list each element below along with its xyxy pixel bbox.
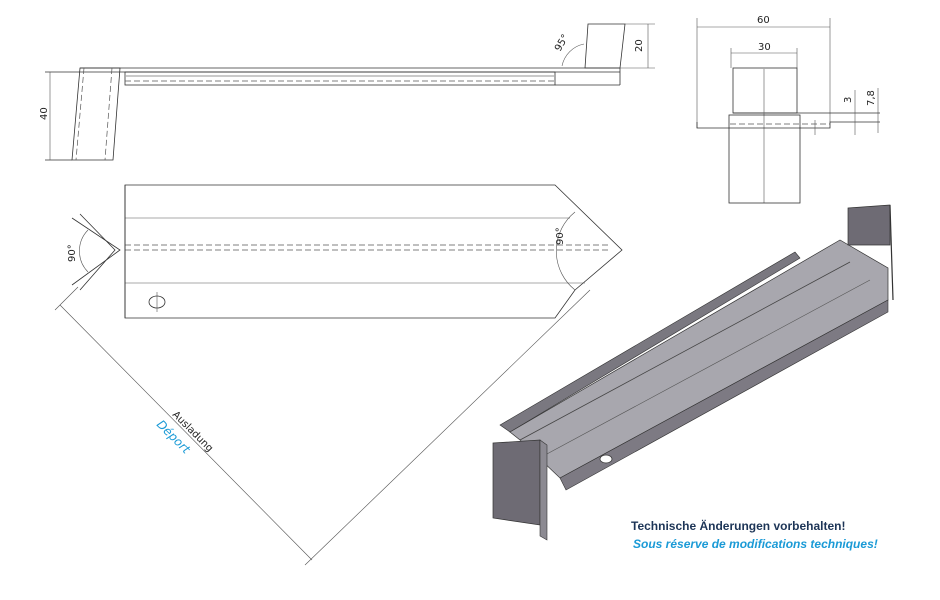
dim-20: 20 xyxy=(634,39,645,52)
end-view: 60 30 3 7,8 xyxy=(696,15,880,204)
note-technical-changes-fr: Sous réserve de modifications techniques… xyxy=(633,537,878,551)
isometric-view xyxy=(492,204,894,541)
right-post-3d xyxy=(847,204,891,246)
right-post xyxy=(584,23,626,69)
angle-right: 90° xyxy=(555,227,566,245)
angle-95: 95° xyxy=(553,33,571,54)
side-view: 40 20 95° xyxy=(39,23,655,161)
note-technical-changes-de: Technische Änderungen vorbehalten! xyxy=(631,519,846,533)
dim-40: 40 xyxy=(39,107,50,120)
left-post-3d xyxy=(492,439,541,526)
dim-3: 3 xyxy=(843,97,854,103)
angle-left: 90° xyxy=(67,244,78,262)
dim-7-8: 7,8 xyxy=(866,90,877,106)
dim-60: 60 xyxy=(757,15,770,26)
left-post xyxy=(71,67,121,161)
dim-30: 30 xyxy=(758,42,771,53)
